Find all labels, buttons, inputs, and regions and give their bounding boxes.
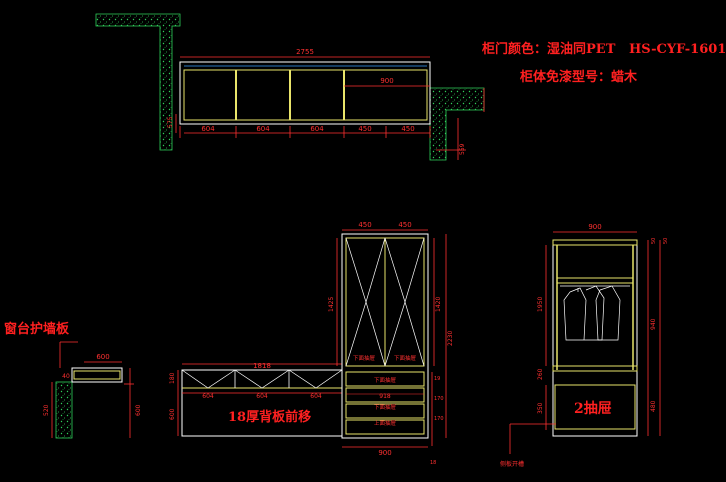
back-panel-note: 18厚背板前移 xyxy=(228,410,312,425)
window-sill-view: 600 40 520 600 xyxy=(43,341,142,439)
sill-height-2: 600 xyxy=(135,404,142,416)
dim-right-small-3: 170 xyxy=(434,416,444,422)
wardrobe-h-7: 50 xyxy=(663,238,669,244)
wall-hatch xyxy=(95,13,181,151)
wardrobe-h-6: 480 xyxy=(650,400,657,412)
dim-bottom-1: 604 xyxy=(201,125,215,133)
sill-height-1: 520 xyxy=(43,404,50,416)
wardrobe-h-1: 1950 xyxy=(537,297,544,312)
window-sill-title: 窗台护墙板 xyxy=(4,322,70,337)
door-color-value: 湿油同PET xyxy=(547,42,616,57)
dim-left-side: 575 xyxy=(167,116,174,128)
dim-right-small-4: 18 xyxy=(430,460,436,466)
body-model-label: 柜体免漆型号： xyxy=(520,70,612,85)
dim-bottom-4: 450 xyxy=(358,125,371,133)
dim-inner-width: 918 xyxy=(379,393,391,400)
dim-bottom-2: 604 xyxy=(256,125,270,133)
wardrobe-bottom-note: 侧板开槽 xyxy=(500,460,524,468)
wardrobe-h-4: 260 xyxy=(537,368,544,380)
label-drawer-2: 下面抽屉 xyxy=(374,403,397,411)
dim-base-1: 604 xyxy=(202,393,214,400)
wardrobe-h-3: 50 xyxy=(651,238,657,244)
dim-right-side: 559 xyxy=(459,143,466,155)
plan-cabinet-outline xyxy=(179,61,431,125)
clothes-icon xyxy=(563,285,605,341)
label-drawer-1: 下面抽屉 xyxy=(374,376,397,384)
cad-drawing: 2755 900 604 604 604 450 450 575 559 600… xyxy=(43,13,669,468)
body-model-note: 柜体免漆型号：蜡木 xyxy=(520,66,637,85)
dim-right-small-1: 19 xyxy=(434,376,440,382)
drawer-count-label: 2抽屉 xyxy=(574,401,612,417)
dim-right-small-2: 170 xyxy=(434,396,444,402)
door-color-note: 柜门颜色：湿油同PET HS-CYF-1601 xyxy=(482,38,726,57)
sill-small: 40 xyxy=(62,373,70,380)
dim-bottom-3: 604 xyxy=(310,125,324,133)
dim-base-2: 604 xyxy=(256,393,268,400)
dim-tall-right-2: 2230 xyxy=(447,331,454,346)
label-lower-drawer-right: 下面抽屉 xyxy=(394,354,417,362)
dim-tall-left: 1425 xyxy=(328,297,335,312)
sill-top-width: 600 xyxy=(96,353,109,361)
wardrobe-h-2: 940 xyxy=(650,318,657,330)
main-elevation: 1818 604 604 604 180 600 450 450 1425 14… xyxy=(169,221,454,466)
wardrobe-top-width: 900 xyxy=(588,223,601,231)
body-model-value: 蜡木 xyxy=(611,70,638,85)
dim-tall-top-2: 450 xyxy=(398,221,411,229)
door-color-label: 柜门颜色： xyxy=(482,42,548,57)
wardrobe-section: 900 1950 940 50 260 350 480 50 侧板开槽 xyxy=(500,223,669,468)
wall-hatch-right xyxy=(429,87,485,161)
wardrobe-h-5: 350 xyxy=(537,402,544,414)
dim-base-width: 1818 xyxy=(253,362,271,370)
dim-bottom-5: 450 xyxy=(401,125,414,133)
dim-overall-width: 2755 xyxy=(296,48,314,56)
dim-right-width: 900 xyxy=(380,77,393,85)
label-drawer-3: 上面抽屉 xyxy=(374,419,397,427)
dim-tall-right-1: 1420 xyxy=(435,297,442,312)
door-color-code: HS-CYF-1601 xyxy=(628,42,726,57)
label-lower-drawer-left: 下面抽屉 xyxy=(353,354,376,362)
dim-base-left-1: 180 xyxy=(169,372,176,384)
dim-base-left-2: 600 xyxy=(169,408,176,420)
dim-tall-top-1: 450 xyxy=(358,221,371,229)
top-plan-view: 2755 900 604 604 604 450 450 575 559 xyxy=(95,13,485,161)
dim-base-3: 604 xyxy=(310,393,322,400)
dim-bottom-width: 900 xyxy=(378,449,391,457)
